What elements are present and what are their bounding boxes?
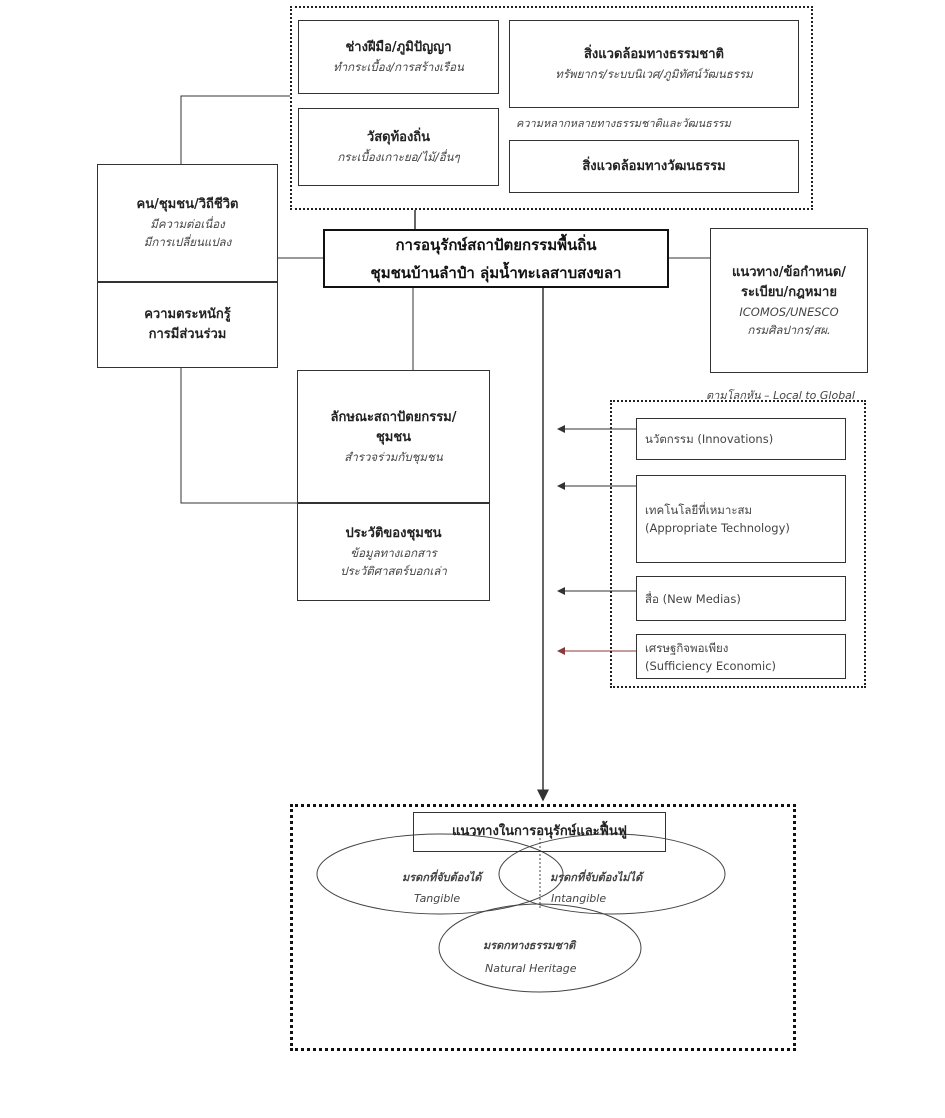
- factor-technology-line1: เทคโนโลยีที่เหมาะสม: [645, 503, 753, 517]
- tangible-th: มรดกที่จับต้องได้: [402, 871, 482, 884]
- ellipse-tangible: [316, 833, 564, 915]
- ellipse-intangible: [498, 833, 726, 915]
- characteristics-sub: สำรวจร่วมกับชุมชน: [344, 449, 443, 464]
- main-line1: การอนุรักษ์สถาปัตยกรรมพื้นถิ่น: [395, 235, 597, 254]
- people-title: คน/ชุมชน/วิถีชีวิต: [136, 197, 239, 212]
- guidelines-sub1: ICOMOS/UNESCO: [739, 304, 839, 319]
- factor-medias: สื่อ (New Medias): [636, 576, 846, 621]
- factors-cluster: [610, 400, 866, 688]
- result-cluster: [290, 804, 796, 1051]
- characteristics-line2: ชุมชน: [375, 429, 412, 445]
- intangible-th: มรดกที่จับต้องไม่ได้: [550, 871, 643, 884]
- result-title-box: แนวทางในการอนุรักษ์และฟื้นฟู: [413, 812, 666, 852]
- connector-awareness-characteristics: [180, 368, 297, 504]
- local-global-label: ตามโลกหัน – Local to Global: [706, 389, 855, 402]
- history-sub2: ประวัติศาสตร์บอกเล่า: [340, 564, 447, 578]
- material-sub: กระเบื้องเกาะยอ/ไม้/อื่นๆ: [337, 150, 460, 164]
- craft-sub: ทำกระเบื้อง/การสร้างเรือน: [333, 60, 464, 74]
- factor-technology: เทคโนโลยีที่เหมาะสม (Appropriate Technol…: [636, 475, 846, 563]
- factor-sufficiency-line1: เศรษฐกิจพอเพียง: [645, 640, 729, 655]
- craft-title: ช่างฝีมือ/ภูมิปัญญา: [345, 40, 452, 55]
- nature-box: สิ่งแวดล้อมทางธรรมชาติ ทรัพยากร/ระบบนิเว…: [509, 20, 799, 108]
- natural-en: Natural Heritage: [485, 962, 577, 975]
- factor-medias-line1: สื่อ (New Medias): [645, 591, 741, 606]
- tangible-en: Tangible: [414, 892, 461, 905]
- awareness-box: ความตระหนักรู้ การมีส่วนร่วม: [97, 282, 278, 368]
- culture-title: สิ่งแวดล้อมทางวัฒนธรรม: [582, 158, 726, 174]
- main-line2: ชุมชนบ้านลำปำ ลุ่มน้ำทะเลสาบสงขลา: [370, 263, 622, 282]
- culture-box: สิ่งแวดล้อมทางวัฒนธรรม: [509, 140, 799, 193]
- main-box: การอนุรักษ์สถาปัตยกรรมพื้นถิ่น ชุมชนบ้าน…: [323, 229, 669, 288]
- people-box: คน/ชุมชน/วิถีชีวิต มีความต่อเนื่อง มีการ…: [97, 164, 278, 282]
- awareness-line2: การมีส่วนร่วม: [148, 327, 227, 342]
- factor-innovations: นวัตกรรม (Innovations): [636, 418, 846, 460]
- connector-people-top: [180, 95, 290, 164]
- characteristics-box: ลักษณะสถาปัตยกรรม/ ชุมชน สำรวจร่วมกับชุม…: [297, 370, 490, 503]
- history-box: ประวัติของชุมชน ข้อมูลทางเอกสาร ประวัติศ…: [297, 503, 490, 601]
- people-sub2: มีการเปลี่ยนแปลง: [143, 235, 232, 249]
- factor-technology-line2: (Appropriate Technology): [645, 521, 790, 535]
- guidelines-line1: แนวทาง/ข้อกำหนด/: [731, 264, 847, 280]
- history-sub1: ข้อมูลทางเอกสาร: [350, 546, 437, 560]
- material-box: วัสดุท้องถิ่น กระเบื้องเกาะยอ/ไม้/อื่นๆ: [298, 108, 499, 186]
- craft-box: ช่างฝีมือ/ภูมิปัญญา ทำกระเบื้อง/การสร้าง…: [298, 20, 499, 94]
- people-sub1: มีความต่อเนื่อง: [150, 217, 225, 231]
- guidelines-line2: ระเบียบ/กฎหมาย: [741, 284, 837, 300]
- guidelines-sub2: กรมศิลปากร/สผ.: [747, 322, 831, 337]
- factor-sufficiency: เศรษฐกิจพอเพียง (Sufficiency Economic): [636, 634, 846, 679]
- history-title: ประวัติของชุมชน: [345, 526, 442, 541]
- nature-title: สิ่งแวดล้อมทางธรรมชาติ: [584, 47, 724, 62]
- factor-innovations-line1: นวัตกรรม (Innovations): [645, 432, 774, 446]
- result-title: แนวทางในการอนุรักษ์และฟื้นฟู: [452, 824, 627, 839]
- nature-sub: ทรัพยากร/ระบบนิเวศ/ภูมิทัศน์วัฒนธรรม: [555, 67, 753, 81]
- awareness-line1: ความตระหนักรู้: [144, 307, 231, 322]
- factor-sufficiency-line2: (Sufficiency Economic): [645, 658, 777, 673]
- diversity-note: ความหลากหลายทางธรรมชาติและวัฒนธรรม: [516, 117, 731, 130]
- material-title: วัสดุท้องถิ่น: [366, 130, 431, 145]
- top-cluster: [290, 6, 813, 210]
- natural-th: มรดกทางธรรมชาติ: [483, 939, 576, 952]
- guidelines-box: แนวทาง/ข้อกำหนด/ ระเบียบ/กฎหมาย ICOMOS/U…: [710, 228, 868, 373]
- intangible-en: Intangible: [551, 892, 607, 905]
- characteristics-line1: ลักษณะสถาปัตยกรรม/: [330, 409, 457, 425]
